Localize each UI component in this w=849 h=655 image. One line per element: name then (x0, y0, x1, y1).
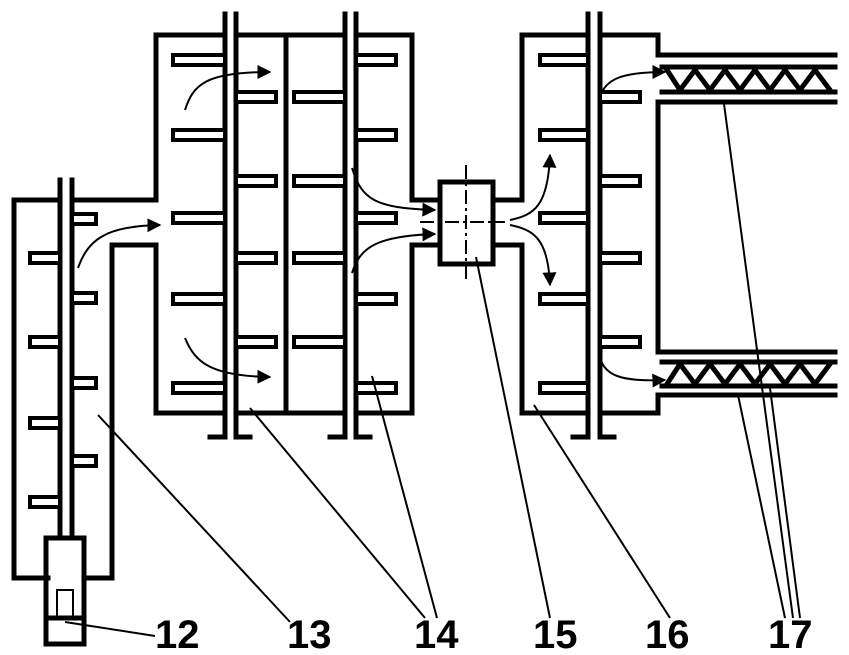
label-15: 15 (533, 613, 578, 655)
part-labels: 12 13 14 15 16 17 (155, 613, 813, 655)
right-chamber (490, 11, 661, 440)
right-fins (538, 53, 642, 395)
flow-arrows (77, 65, 667, 388)
label-12: 12 (155, 613, 200, 655)
connector-box (420, 165, 505, 282)
bottom-outlet-pipe (655, 349, 838, 398)
label-16: 16 (645, 613, 690, 655)
left-tall-chamber (11, 177, 159, 581)
label-13: 13 (287, 613, 332, 655)
middle-chamber (153, 11, 443, 440)
left-fins (28, 212, 98, 509)
label-17: 17 (768, 613, 813, 655)
label-14: 14 (414, 613, 459, 655)
motor-fan-base (43, 535, 87, 647)
leader-lines (64, 103, 801, 637)
top-outlet-pipe (655, 52, 838, 105)
